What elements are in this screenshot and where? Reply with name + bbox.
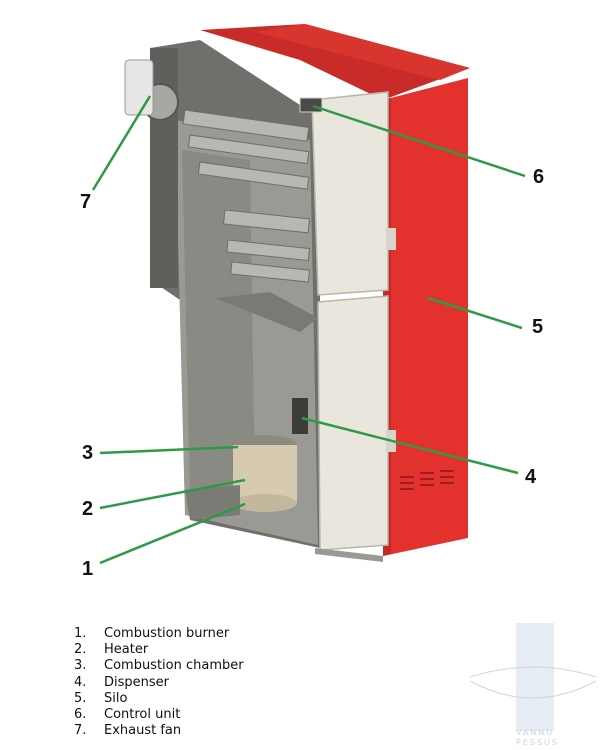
legend-item: 4. Dispenser	[68, 675, 244, 691]
leader-1	[99, 502, 246, 565]
callout-5: 5	[532, 316, 544, 338]
callout-6: 6	[533, 166, 545, 188]
legend-list: 1. Combustion burner 2. Heater 3. Combustio…	[68, 626, 244, 739]
burner-body	[233, 445, 297, 503]
callout-7: 7	[80, 191, 92, 213]
legend-number: 6.	[74, 706, 87, 722]
roof-panel	[200, 24, 470, 100]
legend-number: 7.	[74, 723, 87, 739]
leader-lines	[91, 95, 526, 565]
watermark-text-line1: VANNU	[516, 728, 555, 737]
legend-item: 5. Silo	[68, 691, 244, 707]
interior-shadow	[182, 150, 255, 500]
leader-2	[99, 478, 246, 510]
leader-6	[312, 104, 526, 178]
legend-label: Silo	[104, 690, 128, 706]
legend-label: Control unit	[104, 706, 181, 722]
legend-label: Combustion burner	[104, 626, 230, 641]
legend-item: 2. Heater	[68, 642, 244, 658]
leader-5	[427, 296, 523, 330]
watermark-text-line2: PESSUS	[516, 738, 559, 747]
door-handle	[386, 228, 396, 250]
baffle-plate	[215, 292, 318, 332]
callout-2: 2	[82, 498, 94, 520]
legend-number: 5.	[74, 690, 87, 706]
dispenser	[292, 398, 308, 434]
heat-exchanger	[182, 109, 311, 283]
legend-label: Exhaust fan	[104, 723, 182, 739]
callout-4: 4	[525, 466, 537, 488]
legend-label: Heater	[104, 642, 149, 658]
silo-housing	[383, 78, 468, 556]
legend-number: 2.	[74, 642, 87, 658]
base-plinth	[315, 548, 383, 562]
legend-number: 1.	[74, 626, 87, 641]
exhaust-fan-motor	[124, 59, 154, 116]
legend-item: 1. Combustion burner	[68, 626, 244, 642]
callout-1: 1	[82, 558, 94, 580]
leader-4	[301, 416, 519, 475]
roof-panel-front	[255, 24, 470, 80]
boiler-cutaway-diagram	[91, 24, 526, 565]
legend-item: 6. Control unit	[68, 707, 244, 723]
vent-slits	[400, 470, 454, 490]
legend-number: 4.	[74, 674, 87, 690]
legend-label: Combustion chamber	[104, 658, 244, 674]
lower-door	[317, 295, 389, 551]
watermark-logo	[469, 623, 597, 731]
control-unit	[299, 97, 323, 113]
legend-label: Dispenser	[104, 674, 169, 690]
callout-3: 3	[82, 442, 94, 464]
leader-7	[91, 95, 152, 191]
legend-item: 7. Exhaust fan	[68, 723, 244, 739]
legend-number: 3.	[74, 658, 87, 674]
legend-item: 3. Combustion chamber	[68, 658, 244, 674]
upper-door	[311, 91, 389, 296]
burner-base	[233, 494, 297, 512]
leader-3	[99, 445, 239, 455]
